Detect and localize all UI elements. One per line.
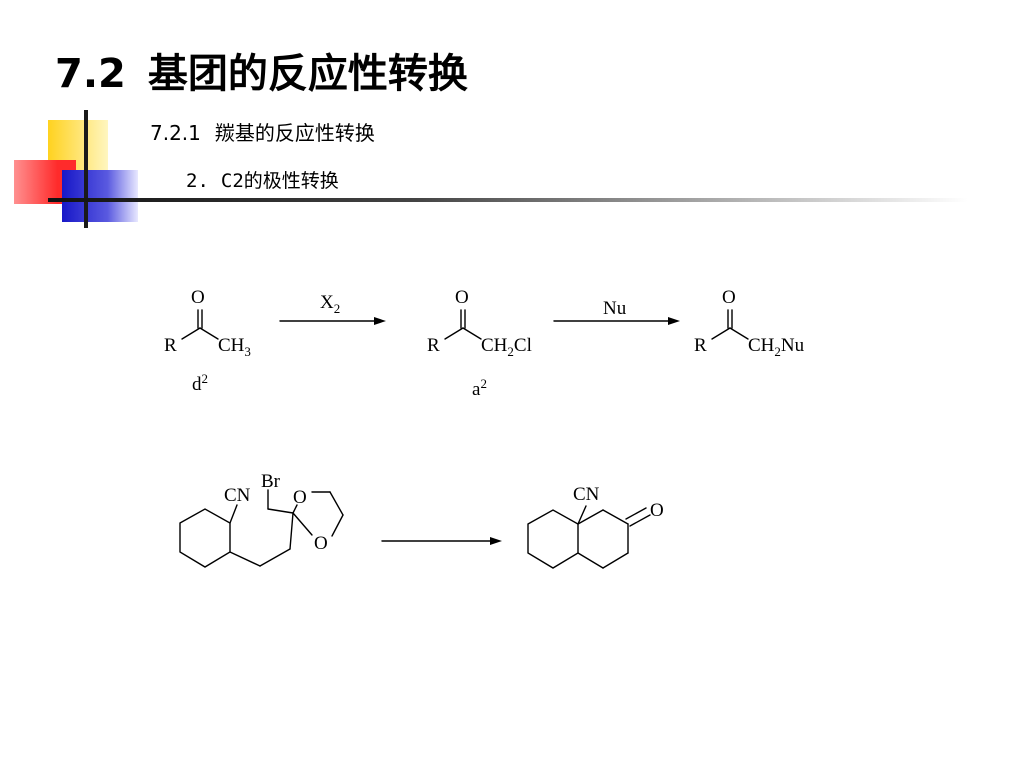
product-oxygen: O: [650, 500, 664, 521]
compound-nu-ketone: [711, 309, 749, 340]
r3-oxygen: O: [722, 287, 736, 308]
start-oxygen-bottom: O: [314, 533, 328, 554]
arrow2-reagent: Nu: [603, 298, 627, 319]
slide-decoration: [14, 110, 968, 228]
reaction-arrow-1: [279, 317, 386, 325]
item-text: C2的极性转换: [220, 170, 339, 192]
blue-square: [62, 170, 138, 222]
start-br: Br: [261, 471, 281, 492]
title-text: 基团的反应性转换: [147, 51, 468, 97]
r2-oxygen: O: [455, 287, 469, 308]
subtitle-item: 2. C2的极性转换: [186, 166, 339, 196]
compound-chloro-ketone: [444, 309, 482, 340]
reaction-arrow-3: [381, 537, 502, 545]
r2-r-group: R: [427, 335, 440, 356]
compound-decalone: [527, 505, 651, 569]
start-oxygen-top: O: [293, 487, 307, 508]
r1-methyl: CH3: [218, 335, 251, 359]
page-title: 7.2 基团的反应性转换: [55, 46, 468, 102]
r3-nu-methyl: CH2Nu: [748, 335, 805, 359]
r2-label: a2: [472, 376, 487, 400]
r1-label: d2: [192, 371, 208, 395]
arrow1-reagent: X2: [320, 292, 340, 316]
product-cn: CN: [573, 484, 600, 505]
compound-methyl-ketone: [181, 309, 219, 340]
horizontal-rule: [48, 198, 968, 202]
item-number: 2.: [186, 170, 209, 192]
subtitle-text: 羰基的反应性转换: [214, 121, 375, 145]
start-cn: CN: [224, 485, 251, 506]
vertical-bar: [84, 110, 88, 228]
subtitle-section: 7.2.1 羰基的反应性转换: [150, 118, 375, 148]
reaction-arrow-2: [553, 317, 680, 325]
title-number: 7.2: [55, 51, 126, 97]
r3-r-group: R: [694, 335, 707, 356]
r1-oxygen: O: [191, 287, 205, 308]
subtitle-number: 7.2.1: [150, 121, 201, 145]
r2-chloromethyl: CH2Cl: [481, 335, 532, 359]
compound-bromo-ketal: [179, 489, 344, 568]
r1-r-group: R: [164, 335, 177, 356]
